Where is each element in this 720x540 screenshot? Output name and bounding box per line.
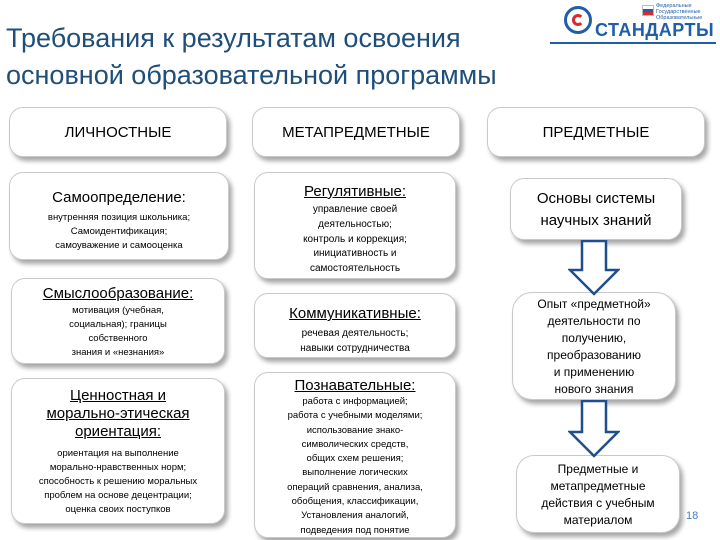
logo-caption: Федеральные Государственные Образователь… (656, 3, 702, 21)
text-line: самостоятельность (309, 263, 401, 275)
text-line: материалом (563, 513, 633, 527)
text-line: Предметные и (557, 462, 639, 476)
text-line: управление своей (312, 204, 398, 215)
text-line: работа с информацией; (302, 396, 408, 407)
text-line: и применению (553, 365, 635, 379)
text-line: действия с учебным (541, 496, 655, 510)
logo-brand: СТАНДАРТЫ (595, 20, 715, 40)
heading-line: Ценностная и (69, 387, 166, 404)
meaning-making-heading: Смыслообразование: (42, 285, 194, 302)
column-header-metasubject-label: МЕТАПРЕДМЕТНЫЕ (282, 123, 430, 141)
text-line: ориентация на выполнение (57, 448, 179, 459)
self-determination-heading: Самоопределение: (52, 189, 186, 206)
text-line: навыки сотрудничества (300, 342, 410, 354)
text-line: операций сравнения, анализа, (287, 481, 423, 493)
self-determination-text: внутренняя позиция школьника; Самоиденти… (12, 211, 226, 253)
box-meaning-making: Смыслообразование: мотивация (учебная, с… (11, 278, 225, 364)
text-line: деятельностью; (318, 218, 392, 230)
communicative-text: речевая деятельность; навыки сотрудничес… (257, 327, 453, 357)
down-arrow-icon (568, 400, 620, 458)
values-text: ориентация на выполнение морально-нравст… (12, 447, 224, 517)
text-line: общих схем решения; (306, 453, 404, 465)
text-line: оценка своих поступков (65, 504, 171, 515)
page-number: 18 (686, 510, 699, 522)
column-header-subject: ПРЕДМЕТНЫЕ (487, 107, 705, 157)
text-line: способность к решению моральных (38, 476, 198, 487)
text-line: мотивация (учебная, (72, 305, 164, 316)
text-line: работа с учебными моделями; (287, 410, 423, 422)
regulatory-text: управление своей деятельностью; контроль… (257, 203, 453, 277)
learning-actions-text: Предметные и метапредметные действия с у… (517, 461, 679, 529)
fgos-logo: СТАНДАРТЫ Федеральные Государственные Об… (548, 2, 718, 46)
logo-caption-line-3: Образовательные (656, 15, 703, 21)
title-line-1: Требования к результатам освоения (6, 23, 461, 53)
text-line: речевая деятельность; (301, 328, 409, 339)
text-line: социальная); границы (69, 319, 167, 330)
text-line: нового знания (554, 382, 634, 396)
russian-flag-icon (642, 5, 654, 16)
box-learning-actions: Предметные и метапредметные действия с у… (516, 455, 680, 533)
communicative-heading: Коммуникативные: (289, 305, 421, 322)
text-line: внутренняя позиция школьника; (47, 212, 191, 223)
text-line: собственного (88, 333, 148, 344)
logo-caption-line-2: Государственные (656, 9, 701, 15)
column-header-personal: ЛИЧНОСТНЫЕ (9, 107, 227, 157)
text-line: инициативность и (313, 248, 397, 260)
title-line-2: основной образовательной программы (6, 60, 497, 90)
text-line: выполнение логических (302, 467, 408, 479)
knowledge-foundations-text: Основы системы научных знаний (511, 188, 681, 232)
text-line: деятельности по (547, 314, 641, 328)
text-line: обобщения, классификации, (291, 496, 419, 508)
box-communicative: Коммуникативные: речевая деятельность; н… (254, 293, 456, 358)
text-line: научных знаний (540, 212, 652, 229)
heading-line: морально-этическая (46, 405, 190, 422)
logo-underline (550, 42, 716, 44)
cognitive-heading: Познавательные: (294, 377, 416, 394)
text-line: морально-нравственных норм; (49, 462, 187, 473)
box-knowledge-foundations: Основы системы научных знаний (510, 178, 682, 240)
text-line: знания и «незнания» (71, 347, 165, 358)
box-regulatory: Регулятивные: управление своей деятельно… (254, 172, 456, 279)
text-line: получению, (561, 331, 627, 345)
text-line: символических средств, (301, 438, 409, 450)
text-line: проблем на основе децентрации; (44, 490, 192, 501)
column-header-metasubject: МЕТАПРЕДМЕТНЫЕ (252, 107, 460, 157)
text-line: самоуважение и самооценка (55, 240, 183, 251)
text-line: Установления аналогий, (301, 510, 409, 522)
box-cognitive: Познавательные: работа с информацией; ра… (254, 372, 456, 538)
text-line: преобразованию (547, 348, 641, 362)
box-self-determination: Самоопределение: внутренняя позиция школ… (9, 172, 229, 260)
text-line: Основы системы (536, 190, 656, 207)
text-line: Самоидентификация; (70, 226, 168, 237)
text-line: метапредметные (550, 479, 646, 493)
logo-emblem-icon (564, 6, 592, 34)
column-header-personal-label: ЛИЧНОСТНЫЕ (64, 123, 172, 141)
values-heading: Ценностная и морально-этическая ориентац… (12, 387, 224, 441)
subject-experience-text: Опыт «предметной» деятельности по получе… (513, 296, 675, 398)
text-line: контроль и коррекция; (303, 233, 407, 245)
slide-title: Требования к результатам освоения основн… (6, 20, 566, 94)
cognitive-text: работа с информацией; работа с учебными … (257, 395, 453, 538)
text-line: подведения под понятие (300, 524, 410, 536)
down-arrow-icon (568, 240, 620, 296)
heading-line: ориентация: (75, 423, 161, 440)
text-line: Опыт «предметной» (537, 297, 651, 311)
text-line: использование знако- (306, 424, 404, 436)
regulatory-heading: Регулятивные: (304, 183, 406, 200)
column-header-subject-label: ПРЕДМЕТНЫЕ (542, 123, 650, 141)
box-values-orientation: Ценностная и морально-этическая ориентац… (11, 378, 225, 524)
box-subject-experience: Опыт «предметной» деятельности по получе… (512, 292, 676, 400)
logo-caption-line-1: Федеральные (656, 3, 692, 9)
meaning-making-text: мотивация (учебная, социальная); границы… (14, 304, 222, 360)
